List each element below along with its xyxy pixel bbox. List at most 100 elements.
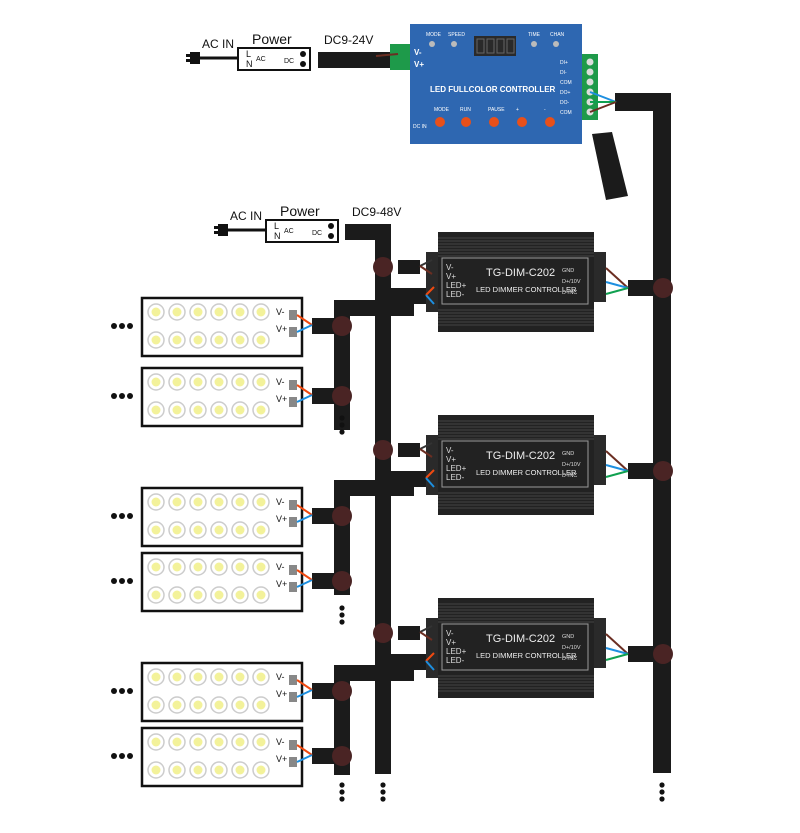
power-terminal [390, 44, 410, 70]
junction-dot [332, 746, 352, 766]
right-pin-label: GND [562, 634, 574, 640]
control-button [545, 117, 555, 127]
led-chip [256, 562, 266, 572]
right-terminal [594, 435, 606, 485]
continuation-dot [339, 612, 345, 618]
continuation-dot [339, 422, 345, 428]
ac-plug-pin [186, 54, 190, 57]
continuation-dot [659, 789, 665, 795]
led-chip [235, 737, 245, 747]
junction-dot [653, 461, 673, 481]
control-button [461, 117, 471, 127]
junctions [332, 257, 673, 766]
wire [419, 259, 433, 267]
right-pin-label: GND [562, 268, 574, 274]
wire [425, 660, 435, 671]
wire [589, 101, 617, 113]
pin-pad [289, 397, 297, 407]
wire [419, 625, 433, 633]
led-chip [151, 497, 161, 507]
continuation-dot [127, 753, 133, 759]
led-chip [172, 335, 182, 345]
left-pin-label: V+ [446, 272, 456, 281]
pin-pad [289, 380, 297, 390]
right-pin-label: GND [562, 451, 574, 457]
led-chip [214, 700, 224, 710]
pin-v-plus: V+ [276, 754, 287, 764]
led-chip [214, 672, 224, 682]
wire [605, 464, 629, 472]
pin-v-plus: V+ [276, 579, 287, 589]
led-chip [235, 562, 245, 572]
continuation-dot [111, 513, 117, 519]
led-chip [256, 737, 266, 747]
led-chip [235, 765, 245, 775]
led-chip [235, 335, 245, 345]
indicator-button [553, 41, 559, 47]
continuation-dot [127, 688, 133, 694]
pin-v-plus: V+ [276, 689, 287, 699]
wire [419, 265, 433, 275]
junction-dot [332, 571, 352, 591]
led-chip [235, 672, 245, 682]
wire [605, 267, 629, 289]
wire [296, 579, 313, 588]
pin-pad [289, 500, 297, 510]
dc-output-label: DC9-24V [324, 33, 373, 47]
wire [296, 569, 313, 581]
cable [592, 132, 628, 200]
left-pin-label: LED+ [446, 647, 467, 656]
led-chip [151, 737, 161, 747]
pin-l: L [274, 221, 279, 231]
dimmer-body [438, 232, 594, 332]
led-chip [193, 737, 203, 747]
btn-label: - [544, 107, 546, 113]
left-pin-label: LED- [446, 290, 465, 299]
led-chip [235, 405, 245, 415]
led-chip [151, 765, 161, 775]
wire [419, 448, 433, 458]
signal-pin-label: DI- [560, 70, 567, 76]
wire [605, 470, 629, 478]
left-pin-label: LED- [446, 473, 465, 482]
led-chip [193, 497, 203, 507]
pin-v-minus: V- [276, 307, 285, 317]
wire [425, 294, 435, 305]
wire [296, 679, 313, 691]
ac-plug-pin [186, 59, 190, 62]
pin-pad [289, 310, 297, 320]
left-pin-label: V+ [446, 638, 456, 647]
ac-text: AC [256, 56, 266, 63]
led-chip [214, 525, 224, 535]
wire [419, 442, 433, 450]
left-pin-label: LED+ [446, 281, 467, 290]
pin-v-minus: V- [276, 497, 285, 507]
led-chip [235, 377, 245, 387]
led-chip [214, 590, 224, 600]
continuation-dot [119, 578, 125, 584]
led-module: V-V+ [140, 726, 313, 788]
label-plate [441, 440, 589, 488]
continuation-dot [119, 323, 125, 329]
continuation-dot [339, 789, 345, 795]
junction-dot [373, 257, 393, 277]
led-chip [235, 497, 245, 507]
pin-pad [289, 675, 297, 685]
continuation-dot [380, 789, 386, 795]
junction-dot [373, 440, 393, 460]
continuation-dot [339, 429, 345, 435]
pin-pad [289, 582, 297, 592]
left-pin-label: V- [446, 629, 454, 638]
led-chip [235, 700, 245, 710]
led-chip [214, 335, 224, 345]
continuation-dot [339, 415, 345, 421]
signal-pin-label: DO- [560, 100, 570, 106]
terminal-screw [586, 78, 594, 86]
continuation-dot [339, 619, 345, 625]
led-chip [193, 307, 203, 317]
junction-dot [332, 386, 352, 406]
